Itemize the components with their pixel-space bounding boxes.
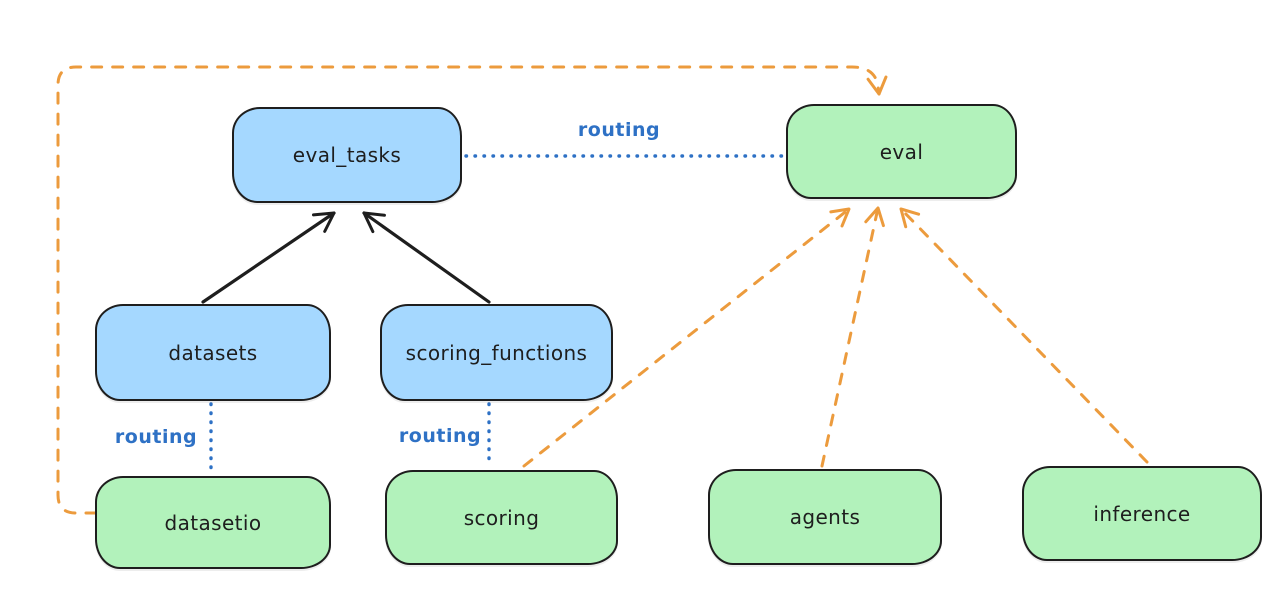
- node-agents: agents: [708, 469, 942, 565]
- node-eval-tasks-label: eval_tasks: [292, 143, 402, 167]
- node-datasets: datasets: [95, 304, 331, 401]
- node-scoring-functions-label: scoring_functions: [405, 340, 588, 365]
- node-datasets-label: datasets: [168, 340, 258, 365]
- edge-datasets-to-eval-tasks: [201, 211, 336, 304]
- routing-label-scoring-functions-scoring: routing: [398, 425, 482, 447]
- node-datasetio-label: datasetio: [164, 510, 262, 535]
- edge-inference-to-eval: [899, 207, 1149, 464]
- edge-agents-to-eval: [820, 206, 885, 468]
- edge-scoring-functions-to-eval-tasks: [362, 211, 491, 304]
- node-eval: eval: [786, 104, 1017, 199]
- node-scoring-functions: scoring_functions: [380, 304, 613, 401]
- node-scoring: scoring: [385, 470, 618, 565]
- node-inference-label: inference: [1093, 501, 1191, 526]
- node-inference: inference: [1022, 466, 1262, 561]
- routing-label-eval-tasks-eval: routing: [577, 119, 661, 141]
- node-eval-tasks: eval_tasks: [232, 107, 462, 203]
- node-scoring-label: scoring: [463, 505, 540, 530]
- node-eval-label: eval: [879, 139, 924, 164]
- node-agents-label: agents: [789, 505, 861, 529]
- routing-label-datasets-datasetio: routing: [114, 426, 198, 448]
- node-datasetio: datasetio: [95, 476, 331, 569]
